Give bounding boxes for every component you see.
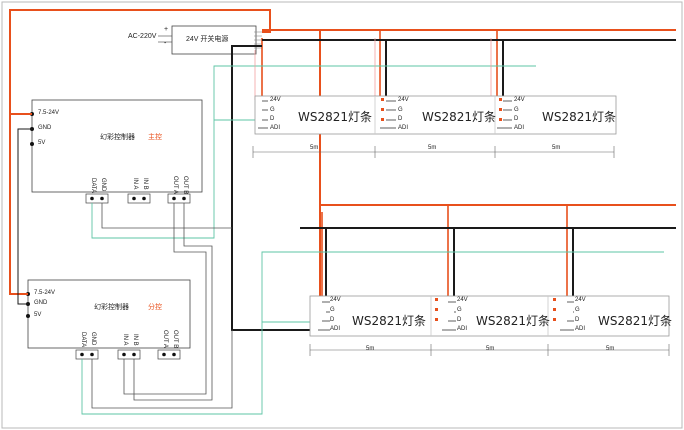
minus-sign: - — [164, 40, 167, 47]
strip4-pin-24v: 24V — [330, 297, 341, 303]
strip5-pin-24v: 24V — [457, 297, 468, 303]
strip3-pin-24v: 24V — [514, 97, 525, 103]
strip3-pin-g: G — [514, 107, 519, 113]
plus-sign: + — [164, 26, 169, 33]
strip6-pin-adi: ADI — [575, 326, 586, 332]
strip2-pin-24v: 24V — [398, 97, 409, 103]
bottom-segment-2-length: 5m — [486, 346, 495, 352]
strip1-pin-g: G — [270, 107, 275, 113]
strip5-pin-adi: ADI — [457, 326, 468, 332]
sub-pin-5v-label: 5V — [34, 312, 42, 318]
strip6-pin-g: G — [575, 307, 580, 313]
gnd-link — [17, 128, 32, 305]
strip2-label: WS2821灯条 — [422, 110, 497, 124]
strip6-label: WS2821灯条 — [598, 314, 673, 328]
ground-wires — [231, 39, 676, 331]
dimension-bottom — [309, 344, 670, 356]
strip2-pin-g: G — [398, 107, 403, 113]
main-pin-gnd-label: GND — [38, 125, 52, 131]
strip3-pin-d: D — [514, 116, 519, 122]
main-pin-power-label: 7.5-24V — [38, 110, 60, 116]
signal-wires — [91, 203, 233, 409]
strip2-pin-adi: ADI — [398, 125, 409, 131]
main-port-gnd: GND — [100, 178, 106, 192]
main-port-in-b: IN B — [142, 178, 148, 190]
main-out-terminal — [167, 193, 191, 204]
sub-controller-box — [27, 279, 191, 349]
bottom-segment-3-length: 5m — [606, 346, 615, 352]
power-supply-label: 24V 开关电源 — [186, 36, 229, 43]
strip4-label: WS2821灯条 — [352, 314, 427, 328]
sub-pin-gnd-label: GND — [34, 300, 48, 306]
strip1-pin-d: D — [270, 116, 275, 122]
strip4-pin-adi: ADI — [330, 326, 341, 332]
sub-port-out-a: OUT A — [162, 330, 168, 348]
top-segment-2-length: 5m — [428, 145, 437, 151]
sub-in-terminal — [117, 349, 141, 360]
main-port-data: DATA — [90, 178, 96, 194]
sub-out-terminal — [157, 349, 181, 360]
sub-controller-role: 分控 — [148, 304, 162, 311]
strip5-pin-g: G — [457, 307, 462, 313]
power-terminals — [254, 31, 262, 49]
sub-port-in-b: IN B — [132, 334, 138, 346]
main-pin-5v — [30, 142, 34, 146]
main-controller-name: 幻彩控制器 — [100, 134, 135, 141]
main-controller-box — [31, 99, 203, 193]
sub-pin-5v — [26, 314, 30, 318]
power-supply-box — [171, 25, 257, 55]
strip-dots-bottom — [435, 298, 556, 321]
strip-row-top — [254, 95, 617, 135]
main-port-in-a: IN A — [132, 178, 138, 190]
strip4-pin-d: D — [330, 317, 335, 323]
sub-port-data: DATA — [80, 332, 86, 348]
sub-port-gnd: GND — [90, 332, 96, 346]
strip-row-bottom — [309, 295, 670, 337]
main-in-terminal — [127, 193, 151, 204]
strip5-pin-d: D — [457, 317, 462, 323]
strip1-label: WS2821灯条 — [298, 110, 373, 124]
strip1-pin-adi: ADI — [270, 125, 281, 131]
strip3-pin-adi: ADI — [514, 125, 525, 131]
main-controller-role: 主控 — [148, 134, 162, 141]
power-wires — [9, 9, 676, 300]
sub-controller-name: 幻彩控制器 — [94, 304, 129, 311]
sub-data-terminal — [75, 349, 99, 360]
strip-dots-top — [381, 98, 502, 121]
strip6-pin-24v: 24V — [575, 297, 586, 303]
strip3-label: WS2821灯条 — [542, 110, 617, 124]
sub-port-out-b: OUT B — [172, 330, 178, 349]
strip2-pin-d: D — [398, 116, 403, 122]
top-segment-1-length: 5m — [310, 145, 319, 151]
sub-pin-power-label: 7.5-24V — [34, 290, 56, 296]
power-drops — [261, 30, 568, 302]
pink-wires — [254, 38, 549, 336]
dimension-top — [252, 146, 615, 158]
main-port-out-a: OUT A — [172, 176, 178, 194]
top-segment-3-length: 5m — [552, 145, 561, 151]
sub-port-in-a: IN A — [122, 334, 128, 346]
strip5-label: WS2821灯条 — [476, 314, 551, 328]
bottom-segment-1-length: 5m — [366, 346, 375, 352]
strip4-pin-g: G — [330, 307, 335, 313]
strip6-pin-d: D — [575, 317, 580, 323]
main-port-out-b: OUT B — [182, 176, 188, 195]
strip1-pin-24v: 24V — [270, 97, 281, 103]
main-pin-5v-label: 5V — [38, 140, 46, 146]
ac-input-label: AC-220V — [128, 33, 157, 40]
main-data-terminal — [85, 193, 109, 204]
